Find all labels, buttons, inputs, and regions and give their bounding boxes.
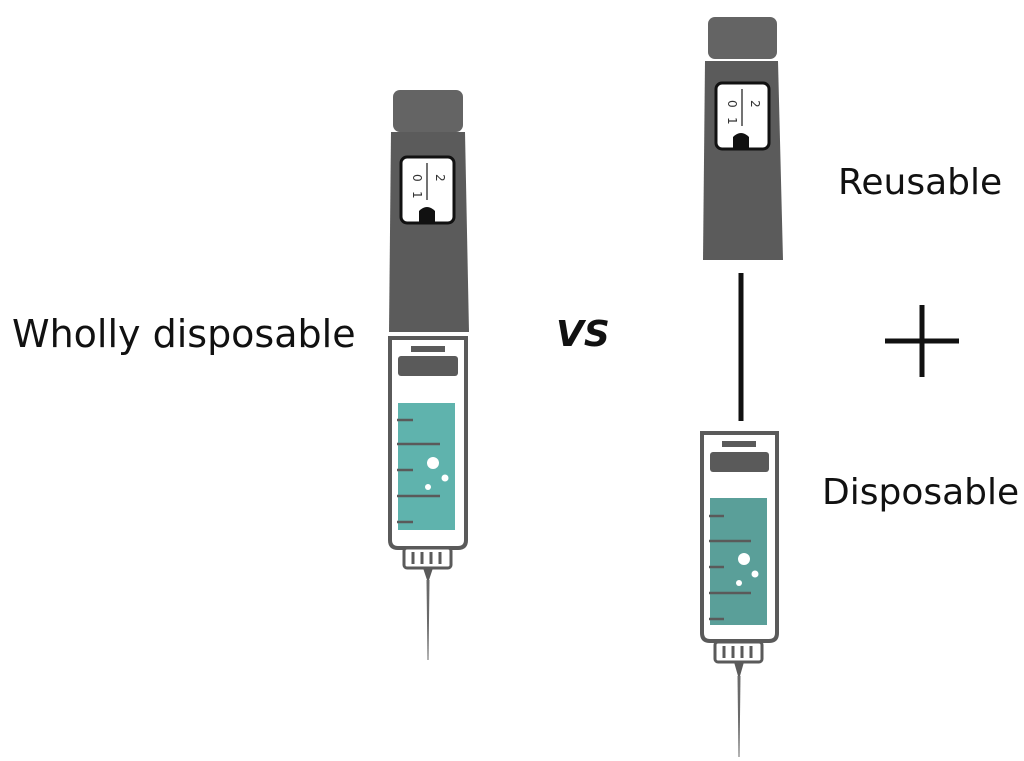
needle xyxy=(737,676,741,757)
dose-digit-1: 1 xyxy=(725,117,739,125)
dose-window: 0 1 2 xyxy=(399,155,456,225)
dose-digit-1: 1 xyxy=(410,191,424,199)
insulin-liquid xyxy=(710,498,767,625)
dose-digit-2: 2 xyxy=(433,174,447,182)
wholly-disposable-label: Wholly disposable xyxy=(12,312,356,356)
dose-digit-2: 2 xyxy=(748,100,762,108)
disposable-label: Disposable xyxy=(822,472,1020,513)
dose-window: 0 1 2 xyxy=(714,81,771,151)
dose-digit-0: 0 xyxy=(725,100,739,108)
insulin-pen-icon: 0 1 2 xyxy=(388,90,469,660)
needle xyxy=(426,580,430,660)
pen-body-icon: 0 1 2 xyxy=(703,17,783,260)
cartridge-icon xyxy=(700,431,779,757)
plus-icon xyxy=(885,305,959,377)
versus-label: VS xyxy=(556,314,610,355)
insulin-liquid xyxy=(398,403,455,530)
dose-digit-0: 0 xyxy=(410,174,424,182)
pen-cap xyxy=(708,17,777,59)
pen-cap xyxy=(393,90,463,132)
cartridge xyxy=(388,336,468,660)
reusable-label: Reusable xyxy=(838,162,1003,203)
